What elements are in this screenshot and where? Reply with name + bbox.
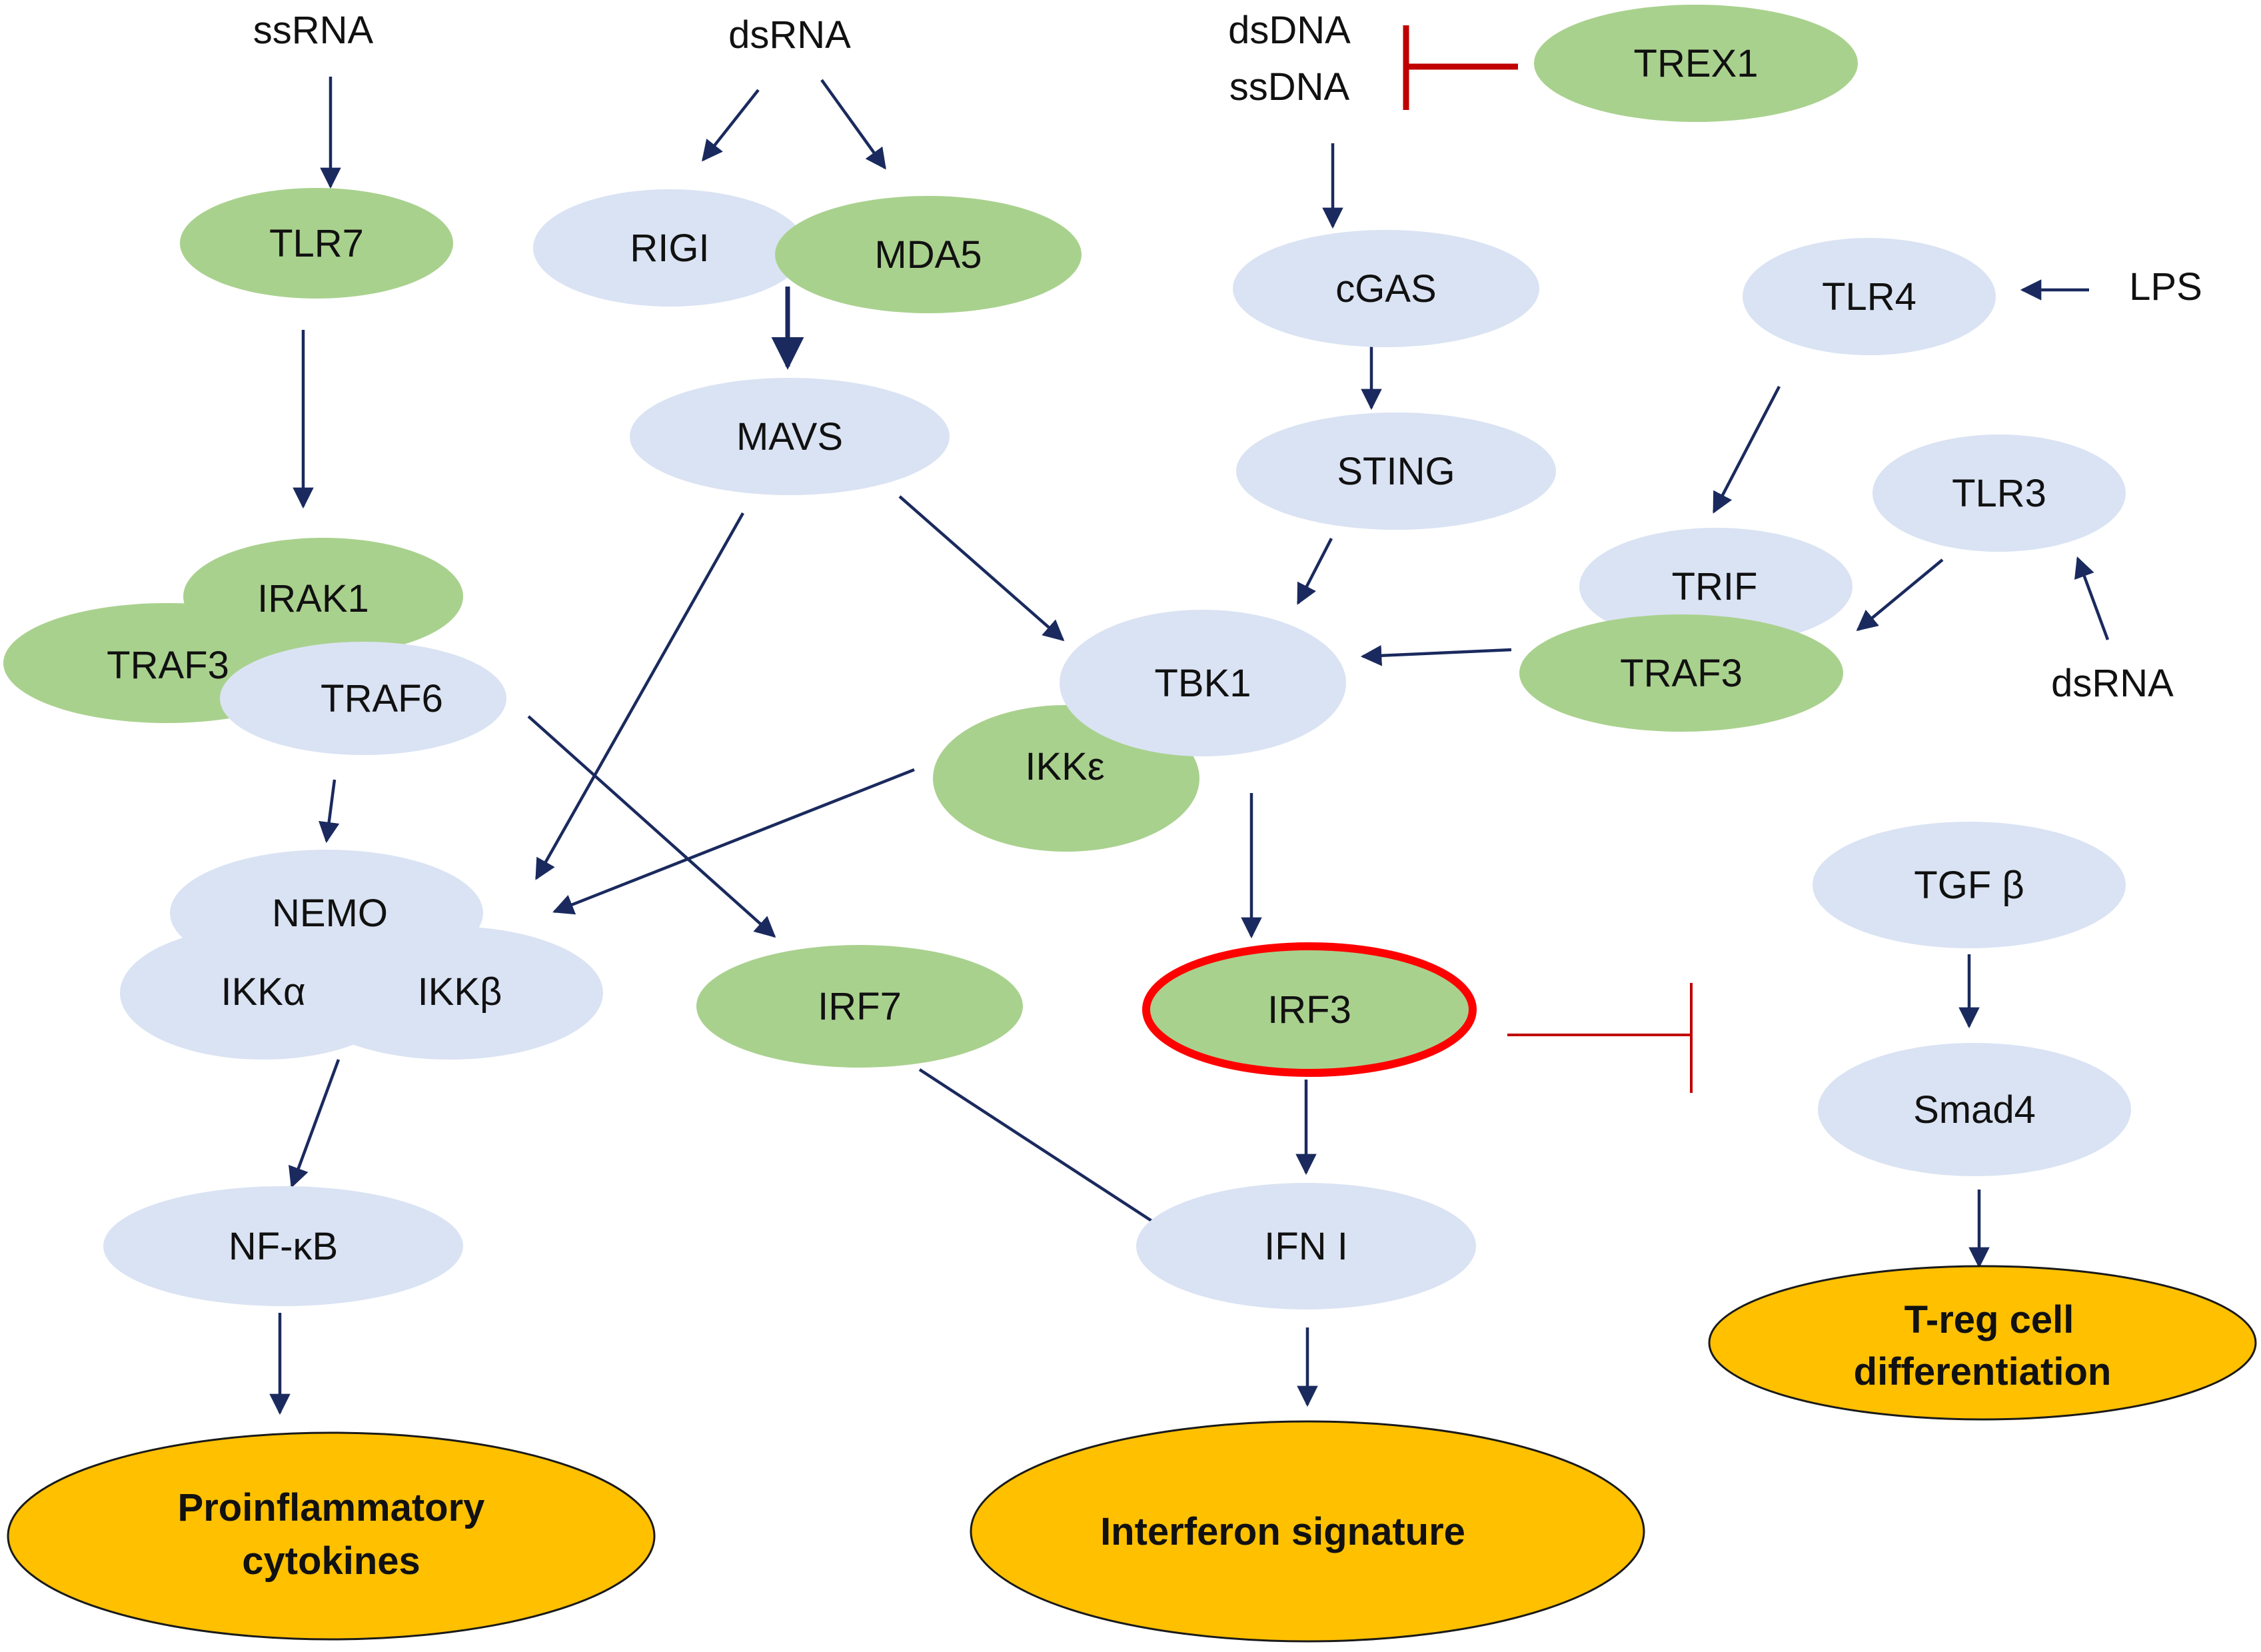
node-traf6 — [220, 642, 506, 755]
label-ikka: IKKα — [221, 970, 305, 1014]
node-ifn1 — [1136, 1183, 1476, 1309]
input-dsdna: dsDNA — [1228, 9, 1351, 52]
arrow-traf3-tbk1 — [1360, 644, 1512, 666]
label-ikke: IKKε — [1025, 745, 1104, 788]
label-nemo: NEMO — [272, 892, 388, 935]
label-tbk1: TBK1 — [1154, 662, 1251, 705]
node-mavs — [630, 378, 950, 495]
label-traf3-left: TRAF3 — [107, 644, 229, 687]
node-irf3 — [1142, 942, 1477, 1077]
node-mda5 — [775, 196, 1082, 313]
node-labels: TLR7 RIGI MDA5 TREX1 cGAS TLR4 MAVS STIN… — [107, 42, 2046, 1268]
node-tbk1 — [1060, 610, 1346, 756]
input-ssrna: ssRNA — [253, 9, 374, 52]
label-ifn1: IFN I — [1264, 1225, 1348, 1268]
label-tlr3: TLR3 — [1952, 472, 2046, 515]
outcome-labels: Proinflammatory cytokines Interferon sig… — [178, 1298, 2112, 1583]
input-dsrna-right: dsRNA — [2051, 662, 2174, 705]
arrow-traf6-nemo — [319, 779, 340, 844]
label-tgfb: TGF β — [1914, 864, 2024, 907]
node-rigi — [533, 189, 806, 307]
label-interferon: Interferon signature — [1100, 1510, 1465, 1553]
label-tlr4: TLR4 — [1822, 275, 1916, 319]
input-ssdna: ssDNA — [1229, 65, 1350, 109]
input-labels: ssRNA dsRNA dsDNA ssDNA LPS dsRNA — [253, 9, 2202, 705]
arrow-dsrna-rigi — [702, 89, 760, 162]
node-smad4 — [1818, 1043, 2131, 1176]
node-traf3-right — [1519, 614, 1843, 732]
arrow-ikk-nfkb — [289, 1059, 341, 1188]
label-traf6: TRAF6 — [321, 677, 443, 720]
node-ikkb — [297, 926, 603, 1060]
label-proinflammatory-line2: cytokines — [242, 1539, 420, 1583]
node-tgfb — [1813, 822, 2126, 948]
label-cgas: cGAS — [1335, 267, 1437, 311]
outcome-proinflammatory — [7, 1431, 656, 1641]
node-tlr7 — [180, 188, 453, 299]
label-smad4: Smad4 — [1913, 1088, 2036, 1132]
arrow-tlr3-traf3 — [1856, 558, 1944, 632]
outcome-interferon — [970, 1420, 1645, 1643]
label-tlr7: TLR7 — [269, 222, 364, 265]
label-ikkb: IKKβ — [418, 970, 502, 1014]
arrow-sting-tbk1 — [1297, 537, 1333, 605]
label-rigi: RIGI — [630, 227, 709, 270]
label-mavs: MAVS — [736, 415, 843, 458]
node-trex1 — [1534, 5, 1858, 122]
label-mda5: MDA5 — [874, 233, 982, 277]
node-sting — [1236, 413, 1556, 530]
outcome-treg — [1708, 1265, 2257, 1421]
node-tlr4 — [1743, 238, 1996, 355]
label-trif: TRIF — [1672, 565, 1758, 608]
input-lps: LPS — [2129, 265, 2202, 309]
arrow-ikke-nemo — [552, 768, 915, 915]
label-irf7: IRF7 — [818, 985, 902, 1028]
arrow-mavs-tbk1 — [898, 495, 1065, 642]
node-nfkb — [103, 1186, 463, 1306]
inhibit-irf3-treg — [1507, 983, 1693, 1093]
arrow-tlr4-trif — [1713, 385, 1781, 514]
inhibit-trex1-dna — [1403, 25, 1518, 110]
label-proinflammatory-line1: Proinflammatory — [178, 1486, 485, 1529]
node-irf7 — [696, 945, 1023, 1068]
label-sting: STING — [1337, 450, 1455, 493]
label-treg-line2: differentiation — [1854, 1350, 2112, 1393]
arrows — [269, 77, 2110, 1415]
label-traf3-right: TRAF3 — [1620, 652, 1743, 695]
label-irf3: IRF3 — [1267, 988, 1351, 1032]
arrow-dsrna-mda5 — [820, 79, 886, 170]
label-trex1: TREX1 — [1634, 42, 1759, 85]
arrow-mavs-nemo — [535, 512, 744, 880]
arrow-dsrna-tlr3 — [2074, 556, 2110, 640]
nodes — [3, 5, 2257, 1643]
arrow-traf6-irf7 — [527, 715, 776, 938]
arrow-irf7-ifn — [918, 1068, 1180, 1239]
label-nfkb: NF-κB — [229, 1225, 338, 1268]
input-dsrna-top: dsRNA — [728, 13, 851, 57]
label-treg-line1: T-reg cell — [1904, 1298, 2074, 1341]
node-cgas — [1233, 230, 1539, 347]
node-tlr3 — [1873, 434, 2126, 552]
label-irak1: IRAK1 — [257, 577, 369, 620]
inhibitions — [1403, 25, 1693, 1093]
